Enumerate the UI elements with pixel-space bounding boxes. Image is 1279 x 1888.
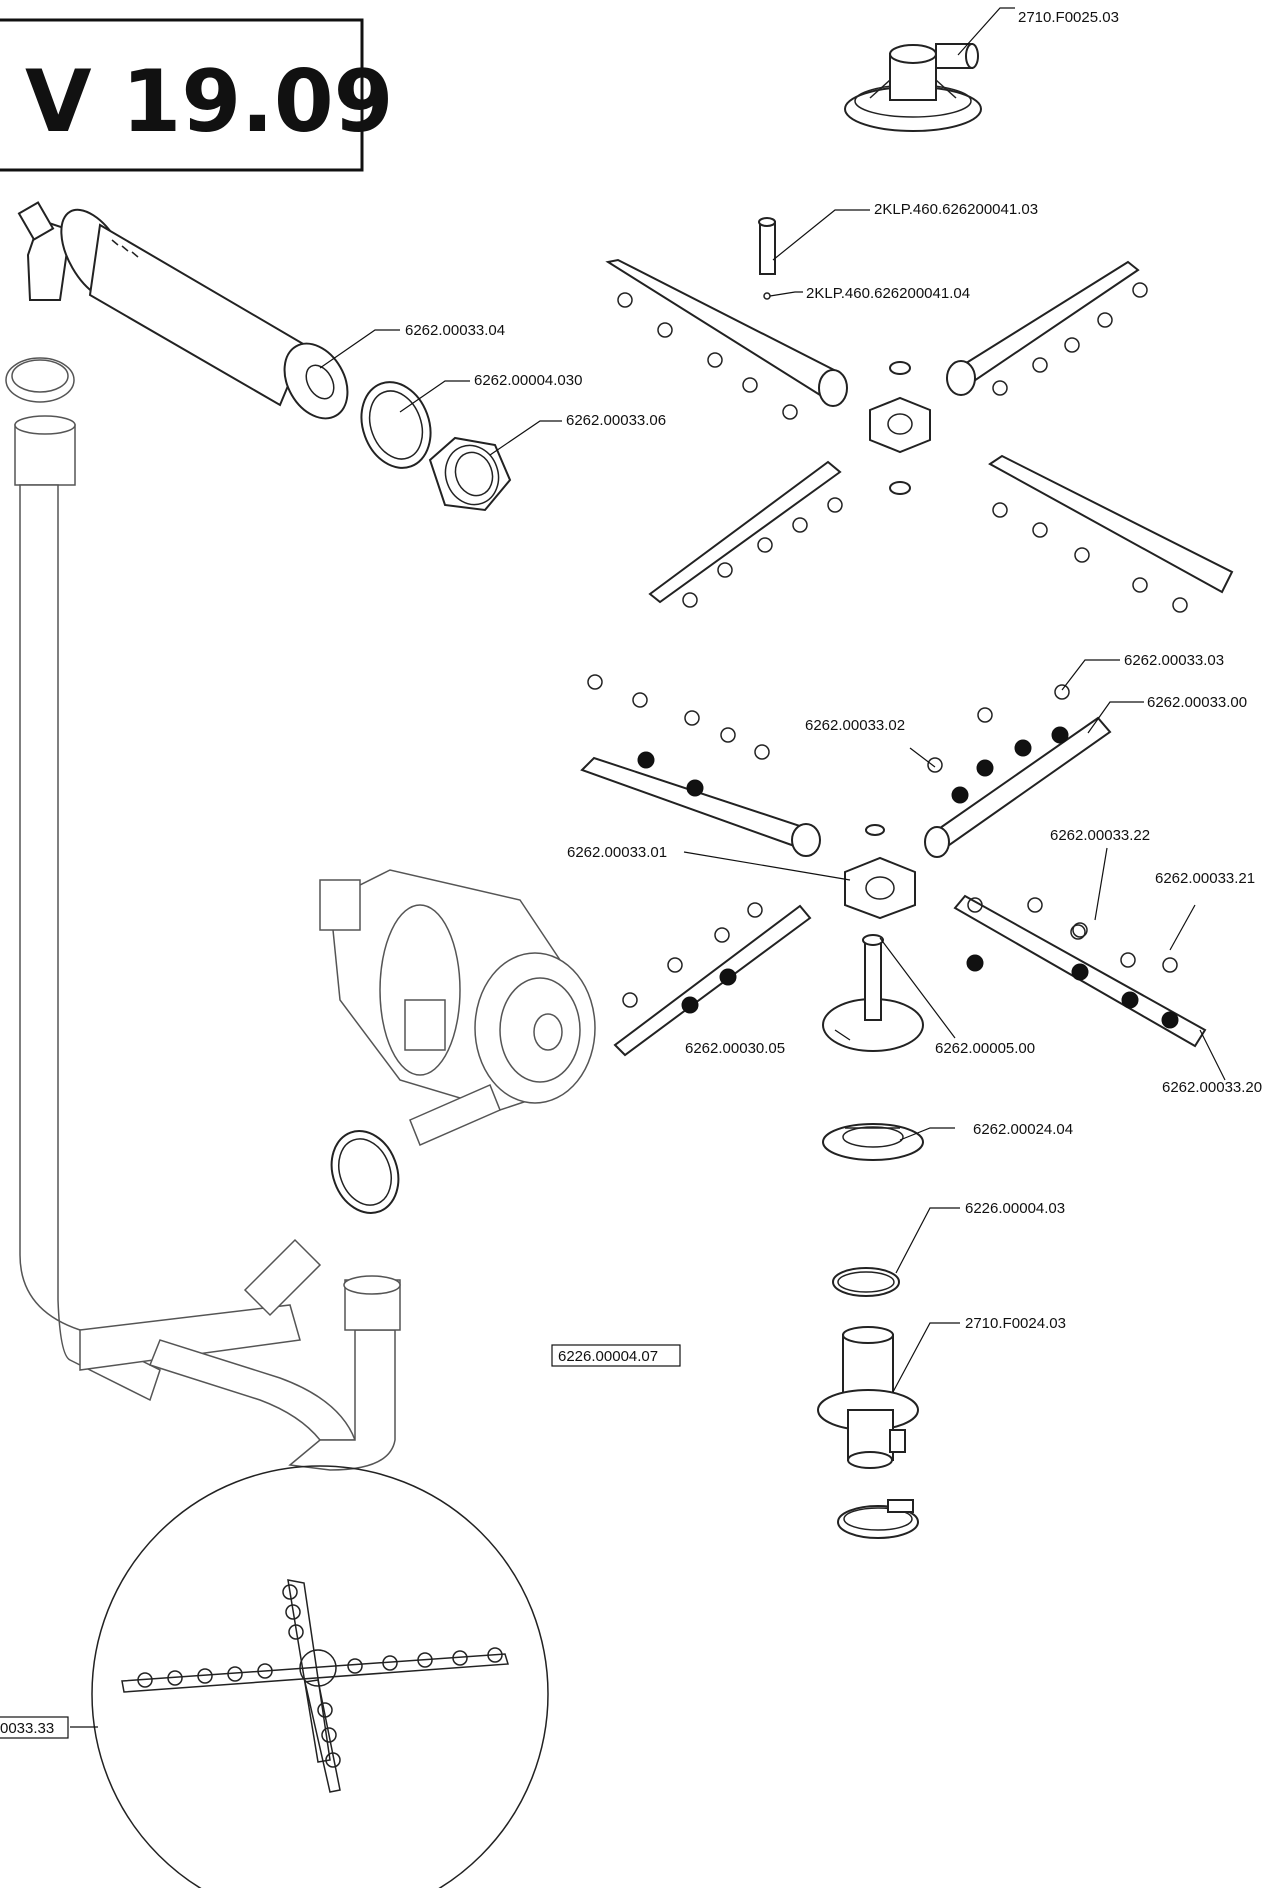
label-6226-00004-07: 6226.00004.07 bbox=[558, 1348, 658, 1365]
label-2710-f0024-03: 2710.F0024.03 bbox=[965, 1315, 1066, 1332]
drain-cap-part bbox=[822, 1123, 924, 1161]
upper-spray-arm-assembly bbox=[605, 217, 1234, 613]
hex-nut-part bbox=[428, 436, 512, 512]
lower-spray-arm-assembly bbox=[580, 674, 1207, 1057]
leader-lines bbox=[70, 7, 1226, 1728]
top-cap-part bbox=[844, 43, 982, 132]
label-6262-00033-21: 6262.00033.21 bbox=[1155, 870, 1255, 887]
hose-clamp-top-part bbox=[5, 357, 75, 403]
label-6262-00033-00: 6262.00033.00 bbox=[1147, 694, 1247, 711]
version-title: V 19.09 bbox=[25, 52, 394, 152]
label-6262-00033-06: 6262.00033.06 bbox=[566, 412, 666, 429]
label-6262-00033-22: 6262.00033.22 bbox=[1050, 827, 1150, 844]
label-6226-00004-03: 6226.00004.03 bbox=[965, 1200, 1065, 1217]
label-6262-00033-20: 6262.00033.20 bbox=[1162, 1079, 1262, 1096]
label-6262-00004-030: 6262.00004.030 bbox=[474, 372, 582, 389]
label-6262-00030-05: 6262.00030.05 bbox=[685, 1040, 785, 1057]
label-6262-00033-02: 6262.00033.02 bbox=[805, 717, 905, 734]
label-2710-f0025-03: 2710.F0025.03 bbox=[1018, 9, 1119, 26]
part-labels: 2710.F0025.03 2KLP.460.626200041.03 2KLP… bbox=[0, 9, 1262, 1739]
long-drain-pipe-part bbox=[14, 415, 401, 1471]
o-ring-part bbox=[832, 1267, 900, 1297]
label-6262-00033-04: 6262.00033.04 bbox=[405, 322, 505, 339]
label-6262-00005-00: 6262.00005.00 bbox=[935, 1040, 1035, 1057]
label-2klp-626200041-04: 2KLP.460.626200041.04 bbox=[806, 285, 970, 302]
label-0033-33: 0033.33 bbox=[0, 1720, 54, 1737]
label-2klp-626200041-03: 2KLP.460.626200041.03 bbox=[874, 201, 1038, 218]
version-title-box: V 19.09 bbox=[0, 18, 394, 172]
inlet-pipe-part bbox=[17, 201, 349, 420]
label-6262-00033-01: 6262.00033.01 bbox=[567, 844, 667, 861]
pump-motor-part bbox=[319, 869, 596, 1146]
detail-view-circle bbox=[91, 1465, 549, 1888]
label-6262-00033-03: 6262.00033.03 bbox=[1124, 652, 1224, 669]
label-6262-00024-04: 6262.00024.04 bbox=[973, 1121, 1073, 1138]
sealing-ring-part bbox=[360, 381, 432, 469]
hose-clamp-bottom-part bbox=[837, 1499, 919, 1539]
coupling-part bbox=[817, 1326, 919, 1469]
hose-clamp-pump-part bbox=[330, 1130, 400, 1214]
